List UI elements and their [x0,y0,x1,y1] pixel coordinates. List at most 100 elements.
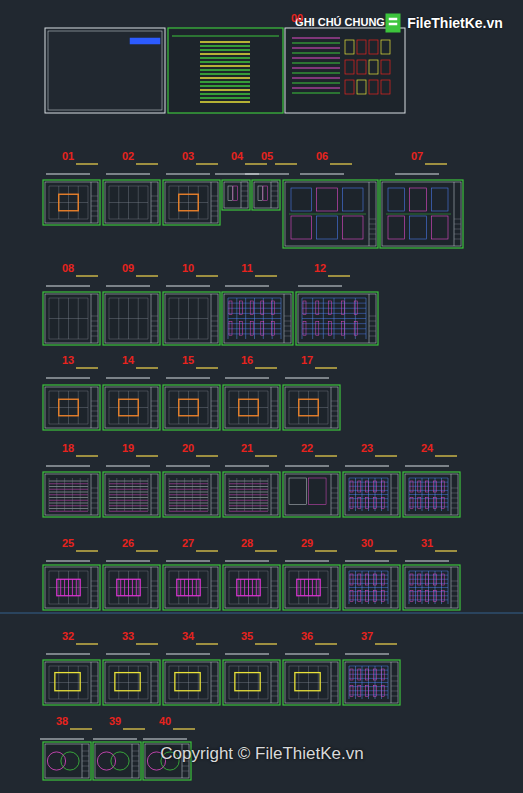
cad-stroke [350,591,353,602]
cad-stroke [46,377,90,378]
cad-stroke [292,87,340,88]
drawing-sheet [222,292,293,345]
cad-stroke [211,416,218,417]
cad-stroke [176,478,177,511]
drawing-sheet [103,565,160,610]
cad-stroke [350,481,353,492]
cad-stroke [200,89,250,91]
cad-stroke [91,662,92,703]
cad-stroke [317,188,338,211]
cad-stroke [451,503,458,504]
cad-stroke [200,101,250,103]
cad-stroke [109,186,148,187]
cad-stroke [72,478,73,511]
cad-stroke [200,65,250,67]
cad-stroke [211,411,218,412]
cad-stroke [182,766,189,767]
cad-stroke [211,336,218,337]
cad-stroke [188,571,189,604]
cad-stroke [391,503,398,504]
cad-stroke [410,498,413,509]
cad-stroke [211,498,218,499]
cad-stroke [345,465,389,466]
cad-stroke [375,455,397,457]
cad-stroke [448,478,449,511]
cad-stroke [342,216,363,239]
cad-stroke [308,571,309,604]
cad-stroke [229,604,268,605]
watermark: Copyright © FileThietKe.vn [160,744,363,764]
sheet-number: 27 [182,537,194,549]
cad-stroke [245,163,267,165]
cad-stroke [169,478,170,511]
drawing-sheet [43,292,100,345]
cad-stroke [109,483,148,484]
cad-stroke [169,391,208,392]
cad-stroke [109,481,148,482]
cad-stroke [169,318,208,319]
cad-stroke [357,80,366,94]
cad-stroke [211,591,218,592]
cad-stroke [345,567,398,608]
cad-stroke [109,604,148,605]
cad-stroke [132,751,139,752]
cad-stroke [331,503,338,504]
cad-stroke [55,673,80,691]
cad-stroke [211,216,218,217]
cad-stroke [211,201,218,202]
cad-stroke [426,591,429,602]
cad-stroke [200,61,250,63]
cad-stroke [299,399,319,416]
cad-stroke [391,596,398,597]
sheet-number: 38 [56,715,68,727]
cad-stroke [76,643,98,645]
cad-stroke [418,498,421,509]
logo-icon [386,14,400,32]
cad-stroke [410,481,413,492]
cad-stroke [91,591,98,592]
cad-stroke [375,478,376,511]
cad-stroke [196,550,218,552]
cad-stroke [369,326,376,327]
cad-stroke [200,85,250,87]
drawing-sheet [283,660,340,705]
cad-stroke [341,301,344,315]
cad-stroke [328,275,350,277]
cad-stroke [166,465,210,466]
cad-stroke [168,28,283,113]
cad-stroke [91,696,98,697]
cad-stroke [229,666,268,667]
cad-stroke [271,387,272,428]
cad-stroke [115,673,140,691]
cad-stroke [381,498,384,509]
cad-stroke [284,294,285,343]
cad-stroke [211,196,218,197]
cad-stroke [451,591,458,592]
cad-stroke [345,40,354,54]
cad-stroke [169,497,208,498]
cad-stroke [211,493,218,494]
cad-stroke [308,579,309,596]
cad-stroke [410,188,427,211]
cad-stroke [200,93,250,95]
cad-stroke [331,488,338,489]
sheet-number: 25 [62,537,74,549]
cad-stroke [300,579,301,596]
cad-stroke [109,492,148,493]
cad-stroke [373,498,376,509]
cad-stroke [244,579,245,596]
cad-stroke [349,666,350,699]
cad-stroke [151,406,158,407]
watermark-logo: FileThietKe.vn [407,15,503,31]
sheet-number: 07 [411,150,423,162]
cad-stroke [354,301,357,315]
cad-stroke [258,186,263,200]
sheet-number: 03 [182,150,194,162]
cad-stroke [289,571,328,572]
cad-stroke [433,481,436,492]
cad-stroke [316,579,317,596]
cad-stroke [271,662,272,703]
cad-stroke [281,298,282,339]
cad-stroke [441,574,444,585]
cad-stroke [91,686,98,687]
